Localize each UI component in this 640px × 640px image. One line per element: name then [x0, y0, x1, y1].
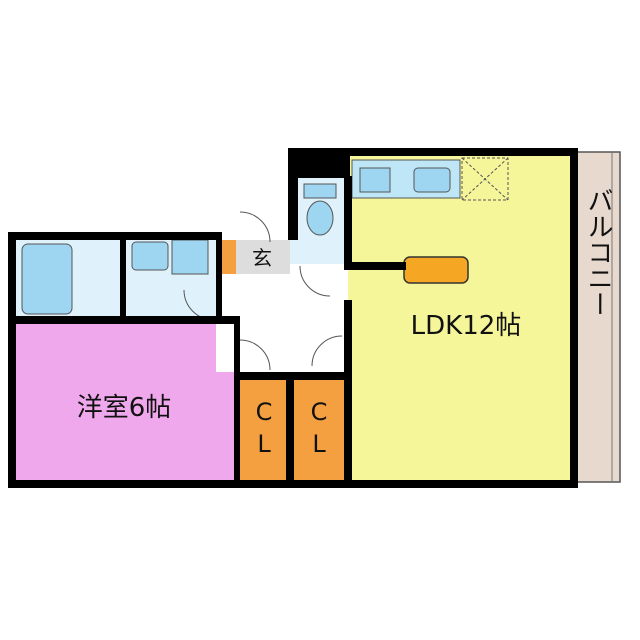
- dining-table-icon: [403, 256, 469, 284]
- balcony-label: バルコニー: [583, 187, 613, 317]
- washing-machine-icon: [171, 239, 209, 275]
- balcony: [575, 151, 621, 483]
- western-room-label: 洋室6帖: [77, 393, 172, 423]
- western-room: [14, 320, 238, 484]
- toilet-icon: [303, 183, 337, 236]
- ldk-label: LDK12帖: [411, 311, 522, 341]
- closet-2-label-bottom: L: [312, 430, 326, 458]
- closet-1-label-top: C: [256, 398, 273, 426]
- closet-1: [238, 378, 288, 484]
- bathtub-icon: [21, 243, 73, 315]
- shoe-cabinet: [222, 240, 236, 274]
- refrigerator-space-icon: [461, 157, 509, 201]
- entrance-label: 玄: [252, 246, 272, 270]
- closet-1-label-bottom: L: [257, 430, 271, 458]
- ldk-room: [348, 150, 576, 482]
- washbasin-icon: [131, 241, 169, 271]
- closet-2-label-top: C: [311, 398, 328, 426]
- kitchen-sink-icon: [413, 167, 451, 193]
- stove-icon: [359, 167, 391, 193]
- closet-2: [292, 378, 344, 484]
- walls: [8, 148, 578, 488]
